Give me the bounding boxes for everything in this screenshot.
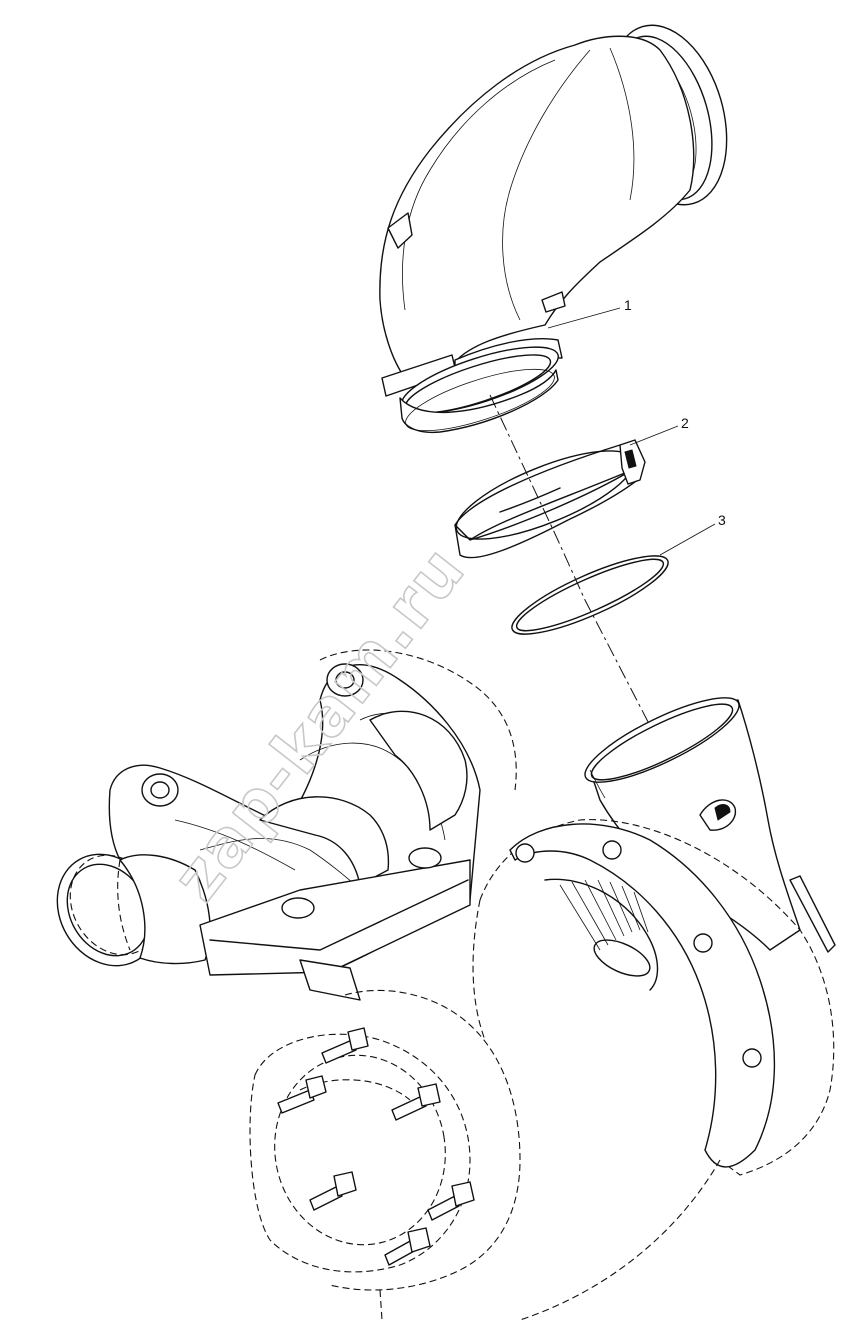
elbow-pipe[interactable] [379, 11, 746, 443]
callout-label-1: 1 [624, 297, 632, 313]
turbo-intake-neck [584, 697, 836, 953]
exhaust-manifold [56, 649, 517, 1001]
callout-1: 1 [547, 297, 632, 329]
callout-label-3: 3 [718, 512, 726, 528]
clamp-band[interactable] [446, 433, 646, 559]
callout-2: 2 [629, 415, 689, 446]
turbocharger [249, 819, 835, 1321]
turbine-studs [277, 1027, 475, 1266]
callout-3: 3 [659, 512, 726, 556]
callout-label-2: 2 [681, 415, 689, 431]
o-ring-seal[interactable] [504, 542, 676, 648]
assembly-center-line [489, 394, 661, 746]
